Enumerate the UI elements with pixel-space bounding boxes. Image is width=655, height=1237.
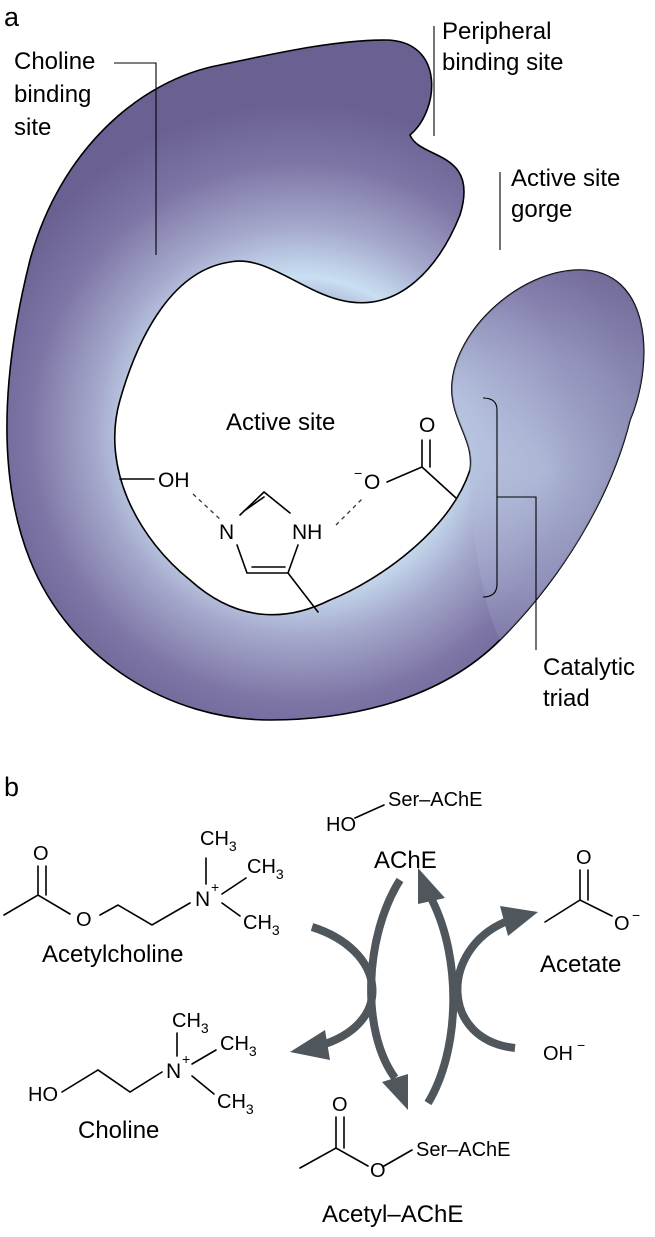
choline-binding-site-label-3: site — [14, 114, 51, 141]
histidine-side-chain — [287, 572, 319, 613]
acetylcholine-plus: + — [211, 879, 219, 895]
choline-binding-site-label-2: binding — [14, 81, 91, 108]
protein-lobe-shade — [451, 270, 644, 640]
catalytic-triad-label-2: triad — [543, 685, 590, 712]
active-site-label: Active site — [226, 409, 335, 436]
carboxylate-bonds — [386, 439, 457, 499]
panel-a-label: a — [4, 2, 20, 32]
active-site-gorge-label-2: gorge — [511, 196, 572, 223]
acetyl-ache-ser: Ser–AChE — [416, 1139, 511, 1161]
acetylcholine-n: N — [195, 888, 210, 911]
choline-binding-site-label-1: Choline — [14, 48, 95, 75]
imidazole-nh: NH — [292, 521, 322, 544]
arrow-head-acetyl-ache — [382, 1074, 408, 1110]
carboxylate-minus: − — [354, 465, 362, 481]
acetate-o-top: O — [576, 847, 592, 869]
ache-label: AChE — [374, 847, 437, 874]
acetate-label: Acetate — [540, 951, 621, 978]
arrow-head-ache — [418, 868, 445, 904]
acetylcholine-bonds — [3, 865, 191, 926]
choline-ho: HO — [28, 1084, 58, 1106]
acetate-o-minus: O — [614, 913, 630, 935]
ache-ser: Ser–AChE — [388, 789, 483, 811]
hbond-his-acid — [335, 496, 365, 526]
choline-bonds — [61, 1069, 163, 1093]
acetylcholine-ch3-a: CH3 — [200, 828, 237, 854]
choline-plus: + — [182, 1051, 190, 1067]
catalytic-triad-label-1: Catalytic — [543, 654, 635, 681]
arrow-hydroxide-to-acetate — [453, 918, 516, 1052]
catalytic-triad-leader — [497, 496, 537, 650]
acetate-bonds — [544, 869, 613, 923]
acetylcholine-o-carbonyl: O — [33, 843, 49, 865]
arrow-acetylcholine-to-choline — [310, 923, 377, 1048]
peripheral-binding-site-label-2: binding site — [442, 49, 563, 76]
serine-oh: OH — [158, 469, 190, 492]
ache-ho: HO — [326, 814, 356, 836]
hydroxide-minus: − — [577, 1037, 585, 1053]
acetylcholine-methyl-bonds — [205, 857, 247, 917]
choline-ch3-c: CH3 — [217, 1091, 254, 1117]
peripheral-binding-site-label-1: Peripheral — [442, 18, 551, 45]
acetate-minus: − — [632, 907, 640, 923]
acetylcholine-ch3-b: CH3 — [247, 856, 284, 882]
acetylcholine-o-ester: O — [76, 909, 92, 931]
imidazole-ring — [236, 490, 299, 574]
arrow-head-acetate — [500, 906, 538, 936]
choline-methyl-bonds — [176, 1032, 217, 1095]
carboxylate-o-minus: O — [364, 471, 380, 494]
panel-b-label: b — [4, 772, 19, 802]
acetyl-ache-bonds — [299, 1116, 413, 1169]
acetyl-ache-o-top: O — [332, 1094, 348, 1116]
acetylcholine-label: Acetylcholine — [42, 941, 183, 968]
imidazole-n: N — [219, 521, 234, 544]
arrow-ache-to-acetyl-ache — [367, 877, 404, 1081]
acetylcholine-ch3-c: CH3 — [243, 912, 280, 938]
acetyl-ache-label: Acetyl–AChE — [322, 1201, 463, 1228]
choline-label: Choline — [78, 1117, 159, 1144]
active-site-gorge-label-1: Active site — [511, 165, 620, 192]
imidazole-double-bonds — [243, 496, 286, 568]
acetyl-ache-o-ester: O — [370, 1160, 386, 1182]
choline-ch3-a: CH3 — [172, 1010, 209, 1036]
arrow-head-choline — [290, 1030, 330, 1060]
carboxylate-o-top: O — [419, 414, 435, 437]
hydroxide-oh: OH — [543, 1043, 573, 1065]
ache-ser-bond — [354, 804, 385, 819]
choline-binding-site-leader — [114, 62, 157, 255]
choline-ch3-b: CH3 — [220, 1033, 257, 1059]
choline-n: N — [166, 1060, 181, 1083]
hbond-ser-his — [192, 493, 223, 522]
arrow-acetyl-ache-to-ache — [424, 898, 458, 1106]
